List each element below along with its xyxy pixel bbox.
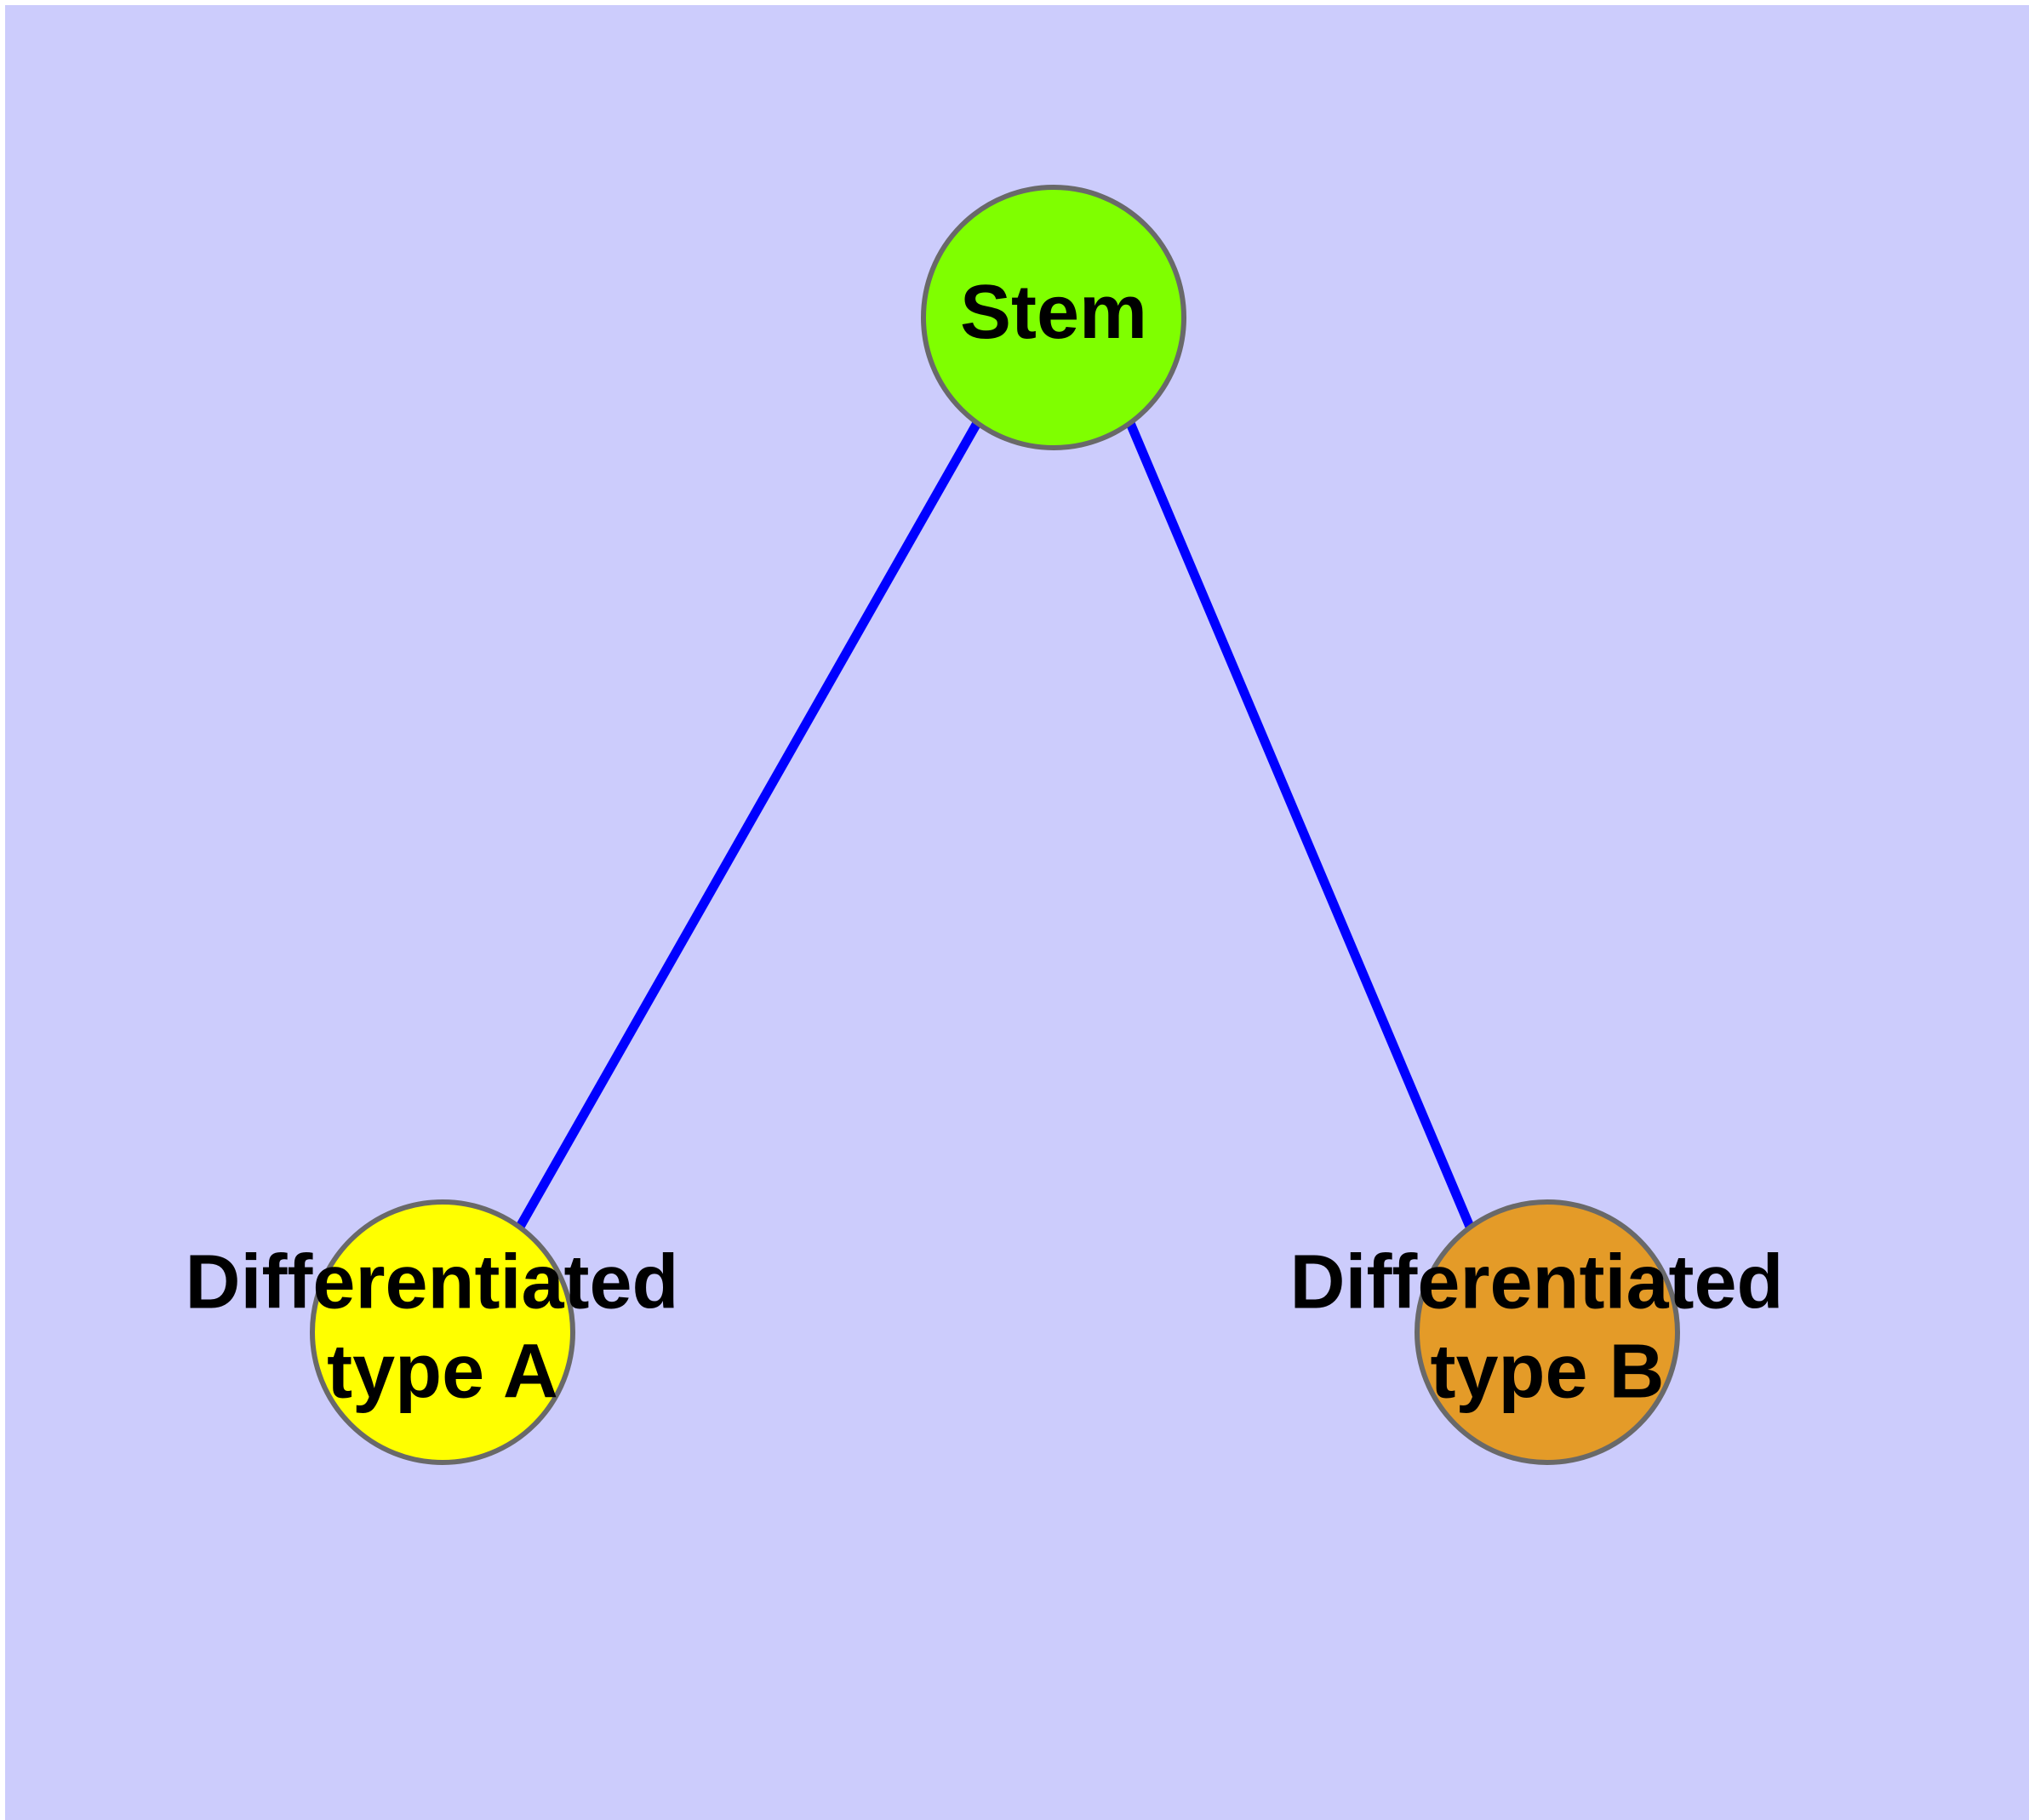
- node-layer: [310, 185, 1680, 1465]
- node-circle-differentiated-type-a[interactable]: [310, 1199, 575, 1465]
- node-label-differentiated-type-b-line-1: Differentiated: [1289, 1239, 1783, 1325]
- node-label-stem: Stem: [960, 270, 1147, 355]
- edge-stem-to-differentiated-type-a[interactable]: [516, 421, 981, 1229]
- node-label-differentiated-type-b-line-2: type B: [1430, 1329, 1664, 1414]
- node-stem[interactable]: [921, 185, 1186, 450]
- node-label-differentiated-type-a-line-2: type A: [327, 1329, 558, 1414]
- edge-layer: [516, 421, 1475, 1229]
- node-differentiated-type-a[interactable]: [310, 1199, 575, 1465]
- node-label-differentiated-type-a-line-1: Differentiated: [185, 1239, 678, 1325]
- node-label-differentiated-type-a: Differentiated type A: [185, 1239, 700, 1414]
- edge-stem-to-differentiated-type-b[interactable]: [1125, 421, 1475, 1229]
- label-layer: Stem Differentiated type A Differentiate…: [185, 270, 1804, 1415]
- node-label-stem-line-1: Stem: [960, 270, 1147, 355]
- node-circle-stem[interactable]: [921, 185, 1186, 450]
- node-circle-differentiated-type-b[interactable]: [1415, 1199, 1680, 1465]
- node-differentiated-type-b[interactable]: [1415, 1199, 1680, 1465]
- node-label-differentiated-type-b: Differentiated type B: [1289, 1239, 1804, 1414]
